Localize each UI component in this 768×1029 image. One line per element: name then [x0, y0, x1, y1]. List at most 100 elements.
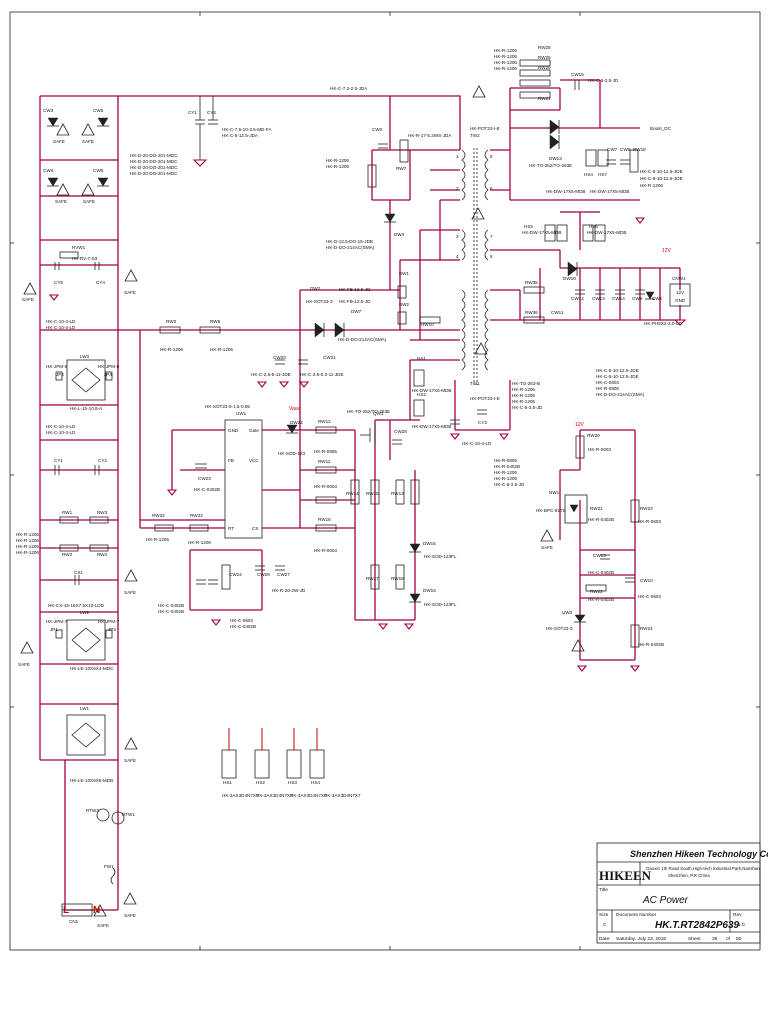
- res-ref: RW3: [97, 510, 108, 515]
- fet-part: HK-TO-252/TO-263E: [347, 409, 390, 414]
- cap-ref: CY1: [54, 458, 63, 463]
- transformer-pin: 3: [456, 234, 459, 239]
- fb-part: HK-FB-12.5-JD: [339, 287, 371, 292]
- output-12v-labels: HS5 HS6 HK-DW-17X5-MDB HK-DW-17X5-MDB DW…: [522, 224, 686, 326]
- snubber-diode-ref: DW4: [394, 232, 405, 237]
- safe-label: SAFE: [18, 662, 30, 667]
- cap-part: HK-C-5-10-12.5-JDE: [640, 169, 683, 174]
- diode-ref: DW22: [290, 420, 303, 425]
- bridge-ref: CW6: [93, 168, 104, 173]
- cap-part: HK-C-0402B: [158, 603, 184, 608]
- res-part: HK-R-0402B: [588, 597, 614, 602]
- res-part: HK-R-0603: [638, 519, 661, 524]
- size-label: Size: [599, 912, 609, 918]
- hs-part: HK-DW-17X5-MDB: [412, 388, 451, 393]
- cap-part: HK-C-0603: [230, 618, 253, 623]
- res-part: HK-R-1206: [146, 537, 169, 542]
- sheet-total: 50: [736, 936, 742, 942]
- connector-ref: CNW1: [672, 276, 686, 281]
- cap-part: HK-C-10-4-LD: [46, 319, 76, 324]
- revision-label: Rev: [733, 912, 742, 918]
- sheet-number: 35: [712, 936, 718, 942]
- y-cap-part: HK-C-5-12.5-JDA: [222, 133, 259, 138]
- ground-symbols: [48, 159, 687, 672]
- cap-ref: RW18: [633, 147, 646, 152]
- jumper-ref: JP3: [108, 627, 116, 632]
- cap-part: HK-R-1206: [640, 183, 663, 188]
- res-ref: RW35: [525, 280, 538, 285]
- hs-ref: HS2: [417, 392, 426, 397]
- screw-ref: HS4: [311, 780, 320, 785]
- transformer-pin: 7: [490, 234, 493, 239]
- choke-ref: LW1: [80, 706, 90, 711]
- cap-part: HK-C-0402B: [588, 570, 614, 575]
- opto-part: HK-BPC-817S: [536, 508, 566, 513]
- choke-lw1: [66, 714, 106, 756]
- connector-pin: GND: [675, 298, 686, 303]
- controller-pin: GND: [228, 428, 239, 433]
- opto-caps-part: HK-C-5-10-12.5-JDE: [596, 368, 639, 373]
- safety-triangles: [20, 85, 585, 917]
- res-ref: RW14: [346, 491, 359, 496]
- screw-part: HK-3AX3D4N7X7: [222, 793, 259, 798]
- controller-pin: CS: [252, 526, 258, 531]
- aux-part: HK-R-1206: [512, 393, 535, 398]
- transformer-pin: 4: [456, 254, 459, 259]
- output-diodes: [286, 119, 655, 603]
- cap-part: HK-C-5-2.5-JD: [588, 78, 619, 83]
- cap-part: HK-C-0402B: [230, 624, 256, 629]
- safe-label: SAFE: [124, 913, 136, 918]
- res-ref: RW15: [366, 491, 379, 496]
- res-part: HK-R-1206: [494, 48, 517, 53]
- sense-labels: RW14 RW15 RW13 RW17 RW18 DW16 DW15 HK-SO…: [346, 420, 525, 607]
- cap-ref: CW8: [620, 147, 631, 152]
- transformer-part: HK-POT23-I-E: [470, 126, 500, 131]
- opto-ref: NW1: [549, 490, 560, 495]
- bridge-ref: CW3: [43, 108, 54, 113]
- rail-label: 12V: [662, 248, 672, 254]
- cap-part: HK-C-10-4-LD: [46, 424, 76, 429]
- top-right-labels: HK-R-1206 HK-R-1206 HK-R-1206 HK-R-1206 …: [494, 45, 683, 194]
- cap-part: HK-C-10-4-LD: [46, 325, 76, 330]
- date-value: Saturday, July 23, 2016: [616, 936, 666, 942]
- cap-ref: CW21: [323, 355, 336, 360]
- safe-label: SAFE: [541, 545, 553, 550]
- safe-label: SAFE: [124, 290, 136, 295]
- fb-part: HK-FB-12.5-JD: [339, 299, 371, 304]
- res-part: HK-RV-7-S3: [72, 256, 98, 261]
- res-ref: RW28: [538, 45, 551, 50]
- fb-ref: BW2: [399, 302, 409, 307]
- hs-ref: HS4: [584, 172, 593, 177]
- opto-caps-part: HK-D-DO-214AC(SMA): [596, 392, 645, 397]
- res-ref: RW1: [62, 510, 73, 515]
- cap-ref: CW20: [273, 355, 286, 360]
- cap-ref: CY4: [96, 280, 105, 285]
- zener-ref: DW7: [351, 309, 362, 314]
- cap-ref: CW24: [229, 572, 242, 577]
- safe-label: SAFE: [55, 199, 67, 204]
- jumper-ref: JP2: [56, 372, 64, 377]
- filter-left-labels: RVW1 HK-RV-7-S3 CY5 CY4 HK-C-10-4-LD HK-…: [46, 245, 120, 411]
- boost-output-label: Boost_DC: [650, 126, 672, 131]
- transformer-ref: TW2: [470, 133, 480, 138]
- ntc-ref: RTW2: [86, 808, 99, 813]
- transformer-aux-part: HK-POT23-I-E: [470, 396, 500, 401]
- res-ref: RVW1: [72, 245, 86, 250]
- controller-ref: UW1: [236, 411, 247, 416]
- neutral-terminal-label: N: [93, 905, 100, 916]
- cap-part: HK-C-5-10-12.5-JDE: [640, 176, 683, 181]
- cap-ref: CW12: [571, 296, 584, 301]
- cap-ref: CY3: [478, 420, 487, 425]
- bridge-ref: CW5: [93, 108, 104, 113]
- revision-value: 1.0: [738, 922, 745, 928]
- controller-ic-body: [224, 419, 263, 539]
- reg-part: HK-SOT23-3: [546, 626, 573, 631]
- transformer-labels: HK-POT23-I-E TW2 TW1 HK-POT23-I-E 1 2 3 …: [456, 126, 500, 401]
- choke-part: HK-L-15-10.8-A: [70, 406, 103, 411]
- controller-pin: FB: [228, 458, 234, 463]
- res-part: HK-R-1206: [16, 538, 39, 543]
- diode-part: HK-SOT23-3: [306, 299, 333, 304]
- lower-left-labels: CY1 CY2 HK-C-10-4-LD HK-C-10-4-LD RW1 RW…: [16, 424, 135, 869]
- title-block-frame: [596, 842, 761, 944]
